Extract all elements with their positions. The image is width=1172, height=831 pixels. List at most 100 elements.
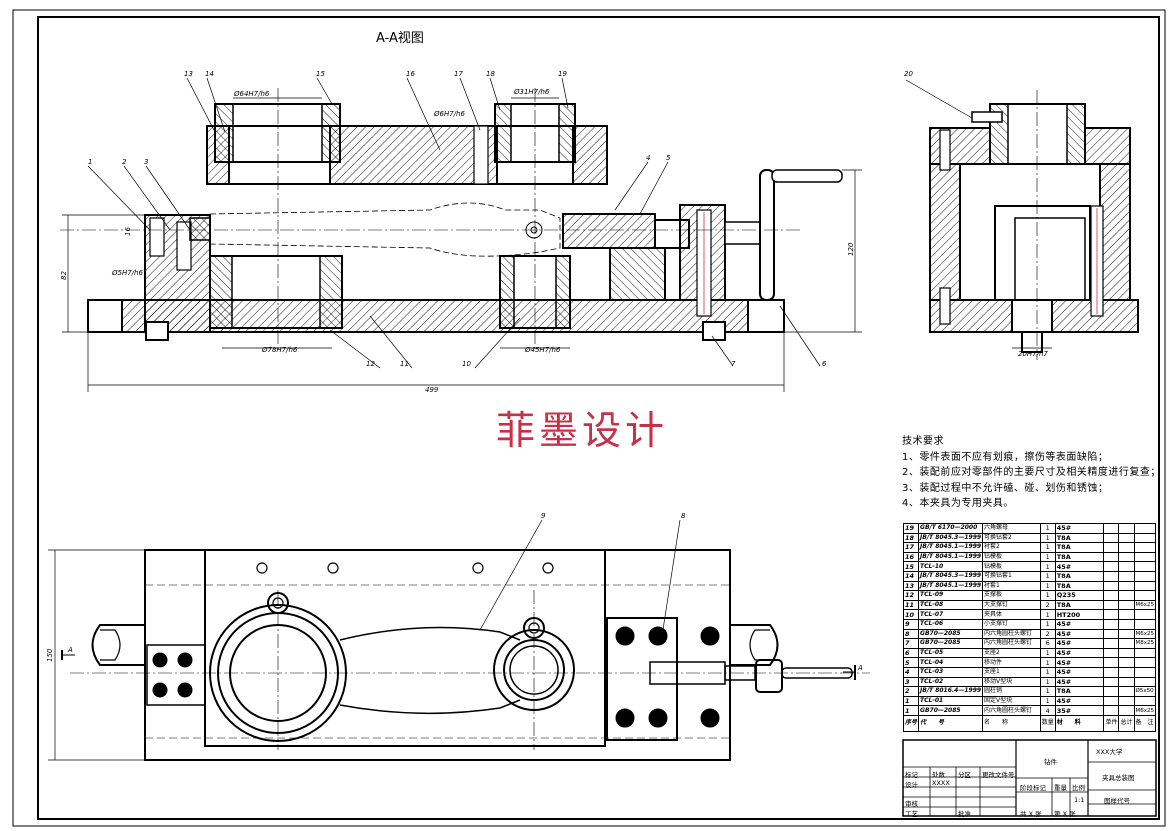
dim-82: 82 bbox=[60, 271, 68, 280]
bom-cell-no: 8 bbox=[902, 628, 920, 640]
bom-cell-no: 1 bbox=[902, 705, 920, 716]
title-org: XXX大学 bbox=[1096, 748, 1123, 756]
weight-label: 重量 bbox=[1054, 784, 1067, 792]
bom-cell-w2 bbox=[1118, 551, 1135, 563]
view-title: A-A视图 bbox=[376, 31, 424, 46]
bom-cell-qty: 1 bbox=[1039, 657, 1056, 668]
section-view-aa bbox=[60, 88, 862, 392]
callout: 18 bbox=[486, 70, 495, 78]
bom-cell-w1 bbox=[1103, 570, 1120, 582]
bom-cell-name: 夹具体 bbox=[982, 609, 1041, 620]
bom-cell-no: 6 bbox=[902, 647, 920, 659]
bom-cell-qty: 1 bbox=[1039, 580, 1056, 592]
bom-cell-code: GB70—2085 bbox=[918, 628, 984, 640]
bom-cell-name: 钻模板 bbox=[982, 561, 1041, 572]
tb-left-label: 批准 bbox=[958, 810, 971, 818]
bom-cell-note bbox=[1133, 542, 1156, 553]
bom-cell-w2 bbox=[1118, 599, 1135, 611]
bom-cell-name: 小支撑钉 bbox=[982, 618, 1041, 630]
sheet-count: 共 X 张 bbox=[1020, 810, 1042, 818]
tech-req-item: 4、本夹具为专用夹具。 bbox=[902, 498, 1014, 509]
callout: 11 bbox=[400, 360, 409, 368]
scale-value: 1:1 bbox=[1074, 796, 1085, 804]
bom-cell-code: TCL-03 bbox=[918, 666, 984, 678]
bom-cell-w1 bbox=[1103, 705, 1120, 716]
bom-cell-w1 bbox=[1103, 590, 1120, 601]
bom-cell-qty: 1 bbox=[1039, 676, 1056, 688]
bom-cell-name: 衬套2 bbox=[982, 542, 1041, 553]
bom-cell-note bbox=[1133, 618, 1156, 630]
bom-header-code: 代 号 bbox=[918, 714, 984, 732]
bom-cell-code: JB/T 8045.3—1999 bbox=[918, 532, 984, 544]
dim-20h7: 20H7/h7 bbox=[1018, 350, 1048, 358]
bom-cell-no: 17 bbox=[902, 542, 920, 553]
bom-header-name: 名 称 bbox=[982, 714, 1041, 732]
bom-cell-note: M6x25 bbox=[1133, 599, 1156, 611]
bom-cell-w2 bbox=[1118, 523, 1135, 534]
bom-cell-w2 bbox=[1118, 570, 1135, 582]
bom-cell-w1 bbox=[1103, 676, 1120, 688]
dim-16: 16 bbox=[124, 227, 132, 236]
bom-header-w2: 总计 bbox=[1118, 714, 1135, 732]
bom-cell-name: 内六角圆柱头螺钉 bbox=[982, 638, 1041, 649]
dim-150: 150 bbox=[46, 648, 54, 662]
bom-cell-name: 大支撑钉 bbox=[982, 599, 1041, 611]
callout: 10 bbox=[462, 360, 471, 368]
bom-cell-code: TCL-04 bbox=[918, 657, 984, 668]
bom-cell-no: 16 bbox=[902, 551, 920, 563]
bom-cell-mat: T8A bbox=[1054, 551, 1105, 563]
bom-cell-note bbox=[1133, 676, 1156, 688]
bom-cell-code: TCL-07 bbox=[918, 609, 984, 620]
tb-row-label: 处数 bbox=[932, 771, 945, 779]
bom-cell-no: 9 bbox=[902, 618, 920, 630]
bom-cell-note: M6x25 bbox=[1133, 705, 1156, 716]
bom-cell-name: 钻模板 bbox=[982, 551, 1041, 563]
bom-cell-name: 可换钻套2 bbox=[982, 532, 1041, 544]
bom-cell-mat: 45# bbox=[1054, 618, 1105, 630]
bom-cell-no: 11 bbox=[902, 599, 920, 611]
bom-cell-no: 2 bbox=[902, 686, 920, 697]
bom-cell-w2 bbox=[1118, 580, 1135, 592]
bom-cell-name: 内六角圆柱头螺钉 bbox=[982, 705, 1041, 716]
bom-cell-mat: 45# bbox=[1054, 676, 1105, 688]
bom-cell-w2 bbox=[1118, 618, 1135, 630]
bom-cell-name: 六角螺母 bbox=[982, 523, 1041, 534]
bom-cell-w2 bbox=[1118, 638, 1135, 649]
bom-cell-qty: 1 bbox=[1039, 647, 1056, 659]
bom-cell-no: 19 bbox=[902, 523, 920, 534]
bom-cell-mat: 45# bbox=[1054, 695, 1105, 707]
bom-cell-name: 支撑板 bbox=[982, 590, 1041, 601]
bom-cell-mat: 45# bbox=[1054, 638, 1105, 649]
bom-cell-code: GB70—2085 bbox=[918, 638, 984, 649]
callout: 3 bbox=[144, 158, 148, 166]
bom-cell-name: 衬套1 bbox=[982, 580, 1041, 592]
tech-req-item: 1、零件表面不应有划痕，擦伤等表面缺陷； bbox=[902, 451, 1109, 463]
bom-cell-note bbox=[1133, 647, 1156, 659]
bom-cell-w2 bbox=[1118, 561, 1135, 572]
callout: 8 bbox=[681, 512, 686, 520]
bom-cell-w1 bbox=[1103, 542, 1120, 553]
plan-view bbox=[48, 519, 870, 761]
bom-header-qty: 数量 bbox=[1039, 714, 1056, 732]
scale-label: 比例 bbox=[1072, 784, 1085, 792]
bom-cell-w2 bbox=[1118, 542, 1135, 553]
bom-cell-w1 bbox=[1103, 551, 1120, 563]
bom-cell-name: 支座1 bbox=[982, 666, 1041, 678]
bom-header-mat: 材 料 bbox=[1054, 714, 1105, 732]
bom-cell-w2 bbox=[1118, 532, 1135, 544]
bom-cell-no: 13 bbox=[902, 580, 920, 592]
bom-cell-qty: 1 bbox=[1039, 570, 1056, 582]
bom-cell-qty: 2 bbox=[1039, 599, 1056, 611]
